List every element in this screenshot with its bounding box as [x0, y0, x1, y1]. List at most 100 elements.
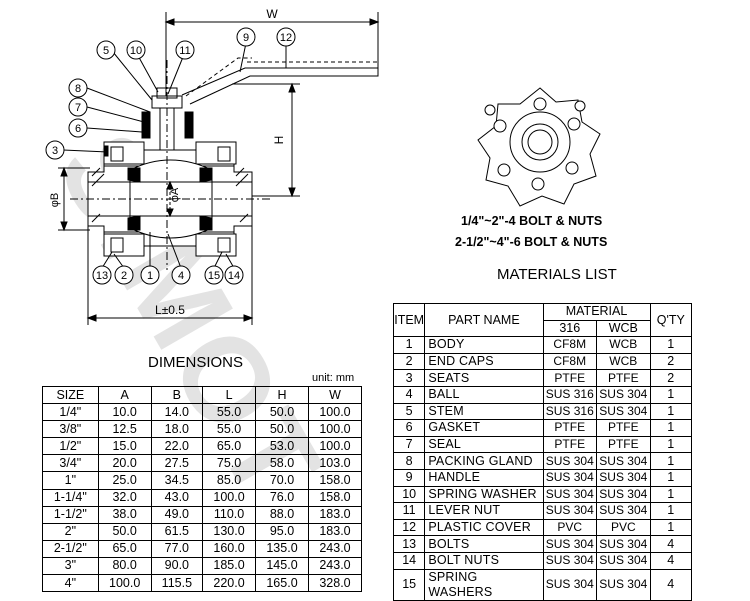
- table-cell: PVC: [542, 518, 598, 537]
- table-cell: SUS 304: [596, 385, 651, 404]
- table-cell: 110.0: [202, 505, 257, 524]
- table-cell: WCB: [596, 336, 651, 354]
- table-cell: 85.0: [202, 471, 257, 490]
- table-cell: 145.0: [255, 556, 309, 576]
- table-cell: 70.0: [255, 471, 309, 490]
- table-cell: 20.0: [97, 454, 152, 473]
- table-cell: 9: [392, 468, 426, 487]
- dim-header-4: H: [255, 385, 309, 405]
- table-cell: 1-1/4": [42, 488, 99, 507]
- table-cell: 10: [392, 485, 426, 504]
- callout-6: 6: [75, 123, 81, 135]
- table-cell: 243.0: [307, 556, 363, 576]
- table-cell: PTFE: [542, 369, 598, 387]
- table-cell: 27.5: [150, 454, 204, 473]
- dim-label-w: W: [266, 7, 278, 21]
- table-cell: BODY: [424, 336, 544, 354]
- table-cell: 100.0: [307, 403, 363, 422]
- callout-4: 4: [178, 270, 184, 282]
- callout-2: 2: [121, 270, 127, 282]
- table-cell: SUS 304: [542, 502, 598, 520]
- table-cell: 165.0: [255, 574, 309, 593]
- table-cell: 100.0: [97, 574, 152, 593]
- table-cell: STEM: [424, 402, 544, 421]
- table-cell: 135.0: [255, 539, 309, 558]
- table-cell: 1": [42, 471, 99, 490]
- table-cell: 1: [649, 336, 693, 354]
- table-cell: SUS 304: [596, 468, 651, 487]
- table-cell: 3/8": [42, 420, 99, 439]
- table-cell: 50.0: [97, 522, 152, 541]
- table-cell: 22.0: [150, 437, 204, 456]
- table-cell: 2: [649, 369, 693, 387]
- header-wcb: WCB: [596, 319, 651, 338]
- table-cell: PTFE: [542, 419, 598, 437]
- table-cell: 1: [649, 419, 693, 437]
- table-cell: PLASTIC COVER: [424, 518, 544, 537]
- table-cell: SPRING WASHER: [424, 485, 544, 504]
- callout-10: 10: [130, 45, 142, 57]
- table-cell: PVC: [596, 518, 651, 537]
- table-cell: 130.0: [202, 522, 257, 541]
- table-cell: 1: [649, 452, 693, 470]
- valve-cross-section-drawing: 5 10 11 9 12 8 7 6 3 13 2 1 4 15 14 W H …: [45, 7, 380, 325]
- callout-5: 5: [103, 45, 109, 57]
- table-cell: 1: [392, 336, 426, 354]
- dim-header-5: W: [307, 385, 363, 405]
- table-cell: 1: [649, 502, 693, 520]
- table-cell: 1: [649, 468, 693, 487]
- table-cell: PTFE: [596, 419, 651, 437]
- table-cell: 77.0: [150, 539, 204, 558]
- table-cell: 10.0: [97, 403, 152, 422]
- callout-15: 15: [208, 270, 220, 282]
- header-qty: Q'TY: [649, 302, 693, 338]
- table-cell: 50.0: [255, 403, 309, 422]
- table-cell: SUS 304: [596, 402, 651, 421]
- table-cell: PTFE: [596, 369, 651, 387]
- table-cell: BOLT NUTS: [424, 551, 544, 570]
- table-cell: SUS 304: [596, 502, 651, 520]
- callout-8: 8: [75, 83, 81, 95]
- table-cell: SUS 304: [542, 468, 598, 487]
- table-cell: 11: [392, 502, 426, 520]
- table-cell: 2-1/2": [42, 539, 99, 558]
- table-cell: 115.5: [150, 574, 204, 593]
- table-cell: 15: [392, 568, 426, 601]
- table-cell: SUS 304: [542, 485, 598, 504]
- table-cell: 55.0: [202, 403, 257, 422]
- table-cell: 3: [392, 369, 426, 387]
- table-cell: 8: [392, 452, 426, 470]
- callout-14: 14: [228, 270, 240, 282]
- table-cell: 4: [649, 568, 693, 601]
- table-cell: 4: [649, 551, 693, 570]
- table-cell: 18.0: [150, 420, 204, 439]
- table-cell: PTFE: [596, 435, 651, 454]
- table-cell: SUS 304: [596, 551, 651, 570]
- table-cell: 2: [649, 352, 693, 371]
- table-cell: SUS 316: [542, 402, 598, 421]
- table-cell: 58.0: [255, 454, 309, 473]
- table-cell: 61.5: [150, 522, 204, 541]
- header-316: 316: [542, 319, 598, 338]
- table-cell: 43.0: [150, 488, 204, 507]
- bolt-note-small-sizes: 1/4"~2"-4 BOLT & NUTS: [461, 214, 603, 228]
- table-cell: 1: [649, 402, 693, 421]
- table-cell: 6: [392, 419, 426, 437]
- dim-header-0: SIZE: [42, 385, 99, 405]
- table-cell: SPRING WASHERS: [424, 568, 544, 601]
- table-cell: 2": [42, 522, 99, 541]
